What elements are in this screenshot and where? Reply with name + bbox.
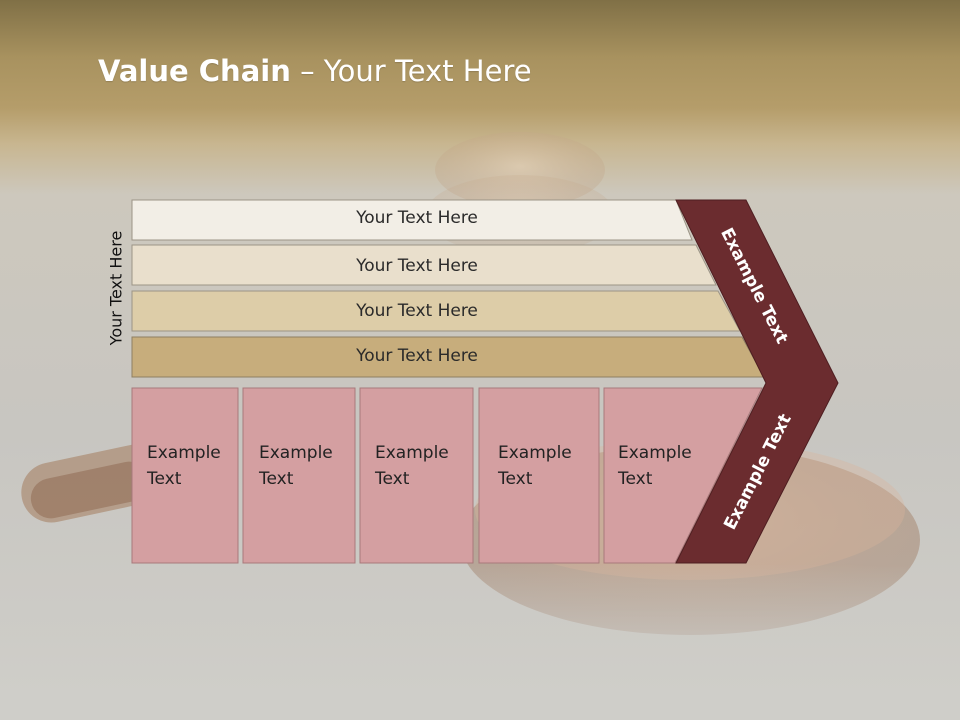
box-5-line2: Text [618,469,653,489]
box-1-line2: Text [147,469,182,489]
box-4-label: Example Text [498,440,572,492]
chevron-arrow[interactable] [675,199,839,564]
slide-title: Value Chain – Your Text Here [98,54,532,88]
box-3-line2: Text [375,469,410,489]
box-2-line2: Text [259,469,294,489]
box-4-line1: Example [498,443,572,463]
box-1-line1: Example [147,443,221,463]
stripe-1[interactable] [131,199,693,241]
box-3-label: Example Text [375,440,449,492]
stripe-4-label: Your Text Here [356,346,478,366]
stripe-3-label: Your Text Here [356,301,478,321]
box-5-line1: Example [618,443,692,463]
title-bold: Value Chain [98,54,291,88]
box-4-line2: Text [498,469,533,489]
box-2[interactable] [242,387,356,564]
box-3[interactable] [359,387,474,564]
box-5-label: Example Text [618,440,692,492]
box-5[interactable] [603,387,763,564]
box-4[interactable] [478,387,600,564]
title-rest: – Your Text Here [290,54,532,88]
box-1-label: Example Text [147,440,221,492]
box-3-line1: Example [375,443,449,463]
box-2-label: Example Text [259,440,333,492]
stripe-1-label: Your Text Here [356,208,478,228]
box-1[interactable] [131,387,239,564]
stripe-2[interactable] [131,244,717,286]
stripe-2-label: Your Text Here [356,256,478,276]
box-2-line1: Example [259,443,333,463]
